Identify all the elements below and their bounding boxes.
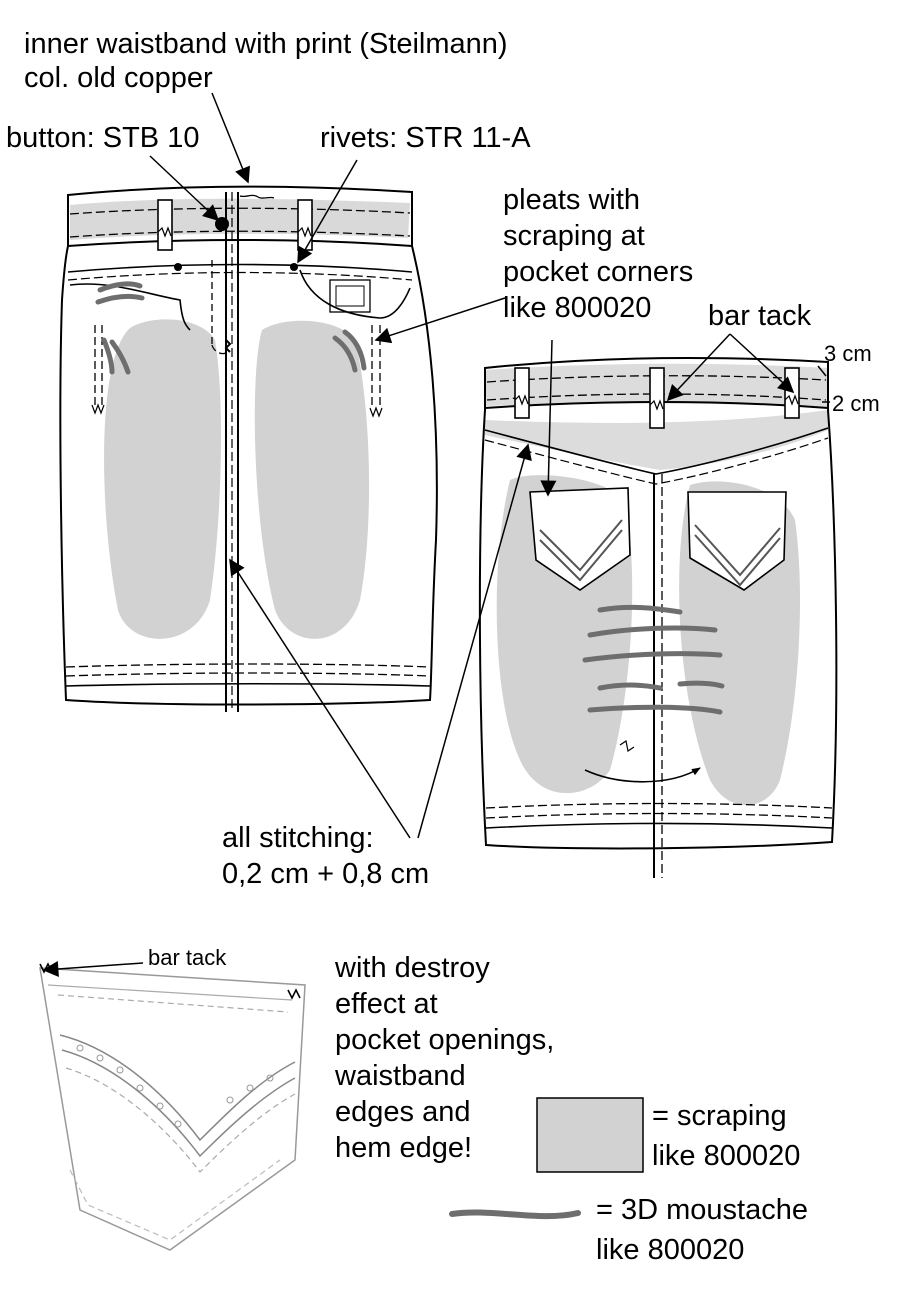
front-scraping-right (254, 320, 370, 639)
pocket-detail (39, 962, 306, 1251)
back-view (478, 357, 838, 878)
label-rivets: rivets: STR 11-A (320, 122, 531, 154)
label-destroy-6: hem edge! (335, 1132, 473, 1164)
label-stitching-1: all stitching: (222, 822, 374, 854)
legend-scraping-label-2: like 800020 (652, 1140, 801, 1172)
label-destroy-3: pocket openings, (335, 1024, 555, 1056)
label-destroy-4: waistband (335, 1060, 466, 1092)
front-skirt-outline (59, 185, 438, 706)
legend-scraping-label-1: = scraping (652, 1100, 787, 1132)
legend-moustache-label-2: like 800020 (596, 1234, 745, 1266)
label-stitching-2: 0,2 cm + 0,8 cm (222, 858, 430, 890)
front-scraping-left (104, 319, 222, 639)
label-dim-2cm: 2 cm (832, 391, 880, 416)
label-pleats-3: pocket corners (503, 256, 694, 288)
label-bar-tack-pocket: bar tack (148, 945, 227, 970)
label-bar-tack-back: bar tack (708, 300, 812, 332)
label-button: button: STB 10 (6, 122, 200, 154)
legend-scraping-swatch (536, 1097, 644, 1173)
legend-moustache-label-1: = 3D moustache (596, 1194, 808, 1226)
label-pleats-4: like 800020 (503, 292, 652, 324)
back-skirt-outline (478, 357, 838, 850)
label-destroy-5: edges and (335, 1096, 471, 1128)
legend-moustache-swatch (449, 1209, 581, 1220)
label-waistband-color: col. old copper (24, 62, 213, 94)
label-destroy-2: effect at (335, 988, 438, 1020)
label-pleats-1: pleats with (503, 184, 641, 216)
label-pleats-2: scraping at (503, 220, 645, 252)
label-dim-3cm: 3 cm (824, 341, 872, 366)
leader-lines (42, 92, 830, 977)
label-waistband-print: inner waistband with print (Steilmann) (24, 28, 508, 60)
front-view (59, 185, 438, 712)
label-destroy-1: with destroy (335, 952, 490, 984)
